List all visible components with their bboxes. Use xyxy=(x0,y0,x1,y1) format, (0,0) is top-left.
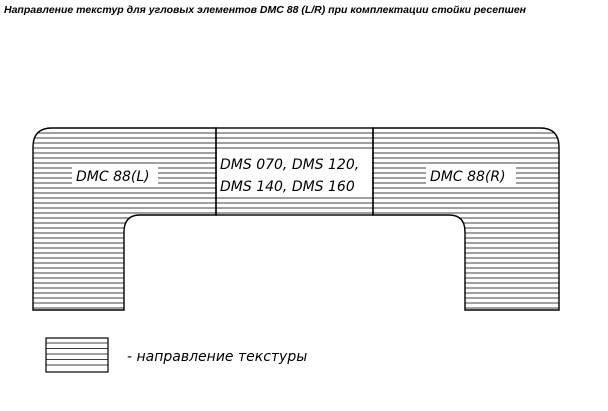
legend-swatch xyxy=(45,337,109,373)
legend-text: - направление текстуры xyxy=(127,349,307,365)
diagram-title: Направление текстур для угловых элементо… xyxy=(4,4,527,16)
left-corner-element xyxy=(32,127,217,311)
center-element-label-line2: DMS 140, DMS 160 xyxy=(220,179,355,195)
left-label-bg xyxy=(72,164,158,186)
left-element-label: DMC 88(L) xyxy=(76,169,150,185)
right-element-label: DMC 88(R) xyxy=(430,169,506,185)
center-element-label-line1: DMS 070, DMS 120, xyxy=(220,157,359,173)
center-label-bg xyxy=(217,152,372,196)
right-corner-element xyxy=(372,127,560,311)
right-label-bg xyxy=(426,164,516,186)
